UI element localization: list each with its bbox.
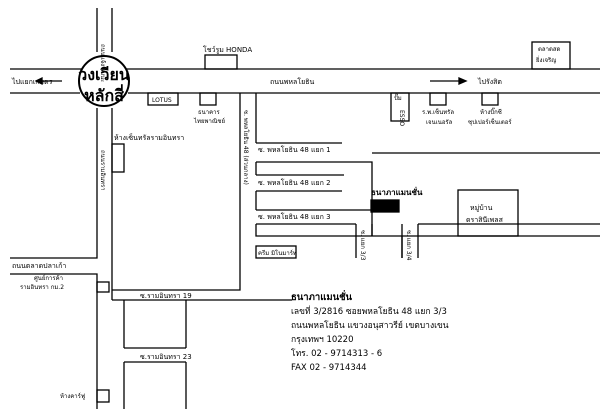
road-label-phahon: ถนนพหลโยธิน (270, 77, 314, 86)
landmark-esso: ESSO (398, 110, 405, 126)
soi48-1-road-lower (256, 161, 373, 236)
right-road-edge (401, 223, 600, 258)
road-label-ramintra: ถนนรามอินทรา (99, 150, 106, 191)
ram23-road (123, 362, 187, 409)
landmark-target: ธนาภาแมนชั่น (371, 186, 423, 197)
landmark-center-2: รามอินทรา กม.2 (20, 284, 64, 291)
landmark-bank-2: ไทยพาณิชย์ (193, 117, 225, 125)
village-building (457, 189, 519, 237)
landmark-central: ห้างเซ็นทรัลรามอินทรา (114, 133, 184, 142)
address-name: ธนาภาแมนชั่น (291, 292, 353, 303)
road-label-soi33: ซ. แยก 3/3 (359, 230, 366, 261)
ram19-bottom (124, 347, 186, 363)
ramintra-road (10, 108, 113, 409)
target-building (370, 199, 400, 213)
honda-building (204, 54, 238, 70)
landmark-cream: ครีม มิโนมาร์ท (258, 249, 297, 257)
roundabout-circle (78, 55, 130, 107)
big-building (96, 389, 110, 403)
central-building (111, 143, 125, 173)
landmark-village-2: ดราสินีเพลส (466, 216, 504, 224)
soi48-road (239, 93, 257, 258)
soi48-connector (255, 162, 600, 237)
road-label-left: ไปแยกเกษตร (11, 77, 53, 86)
landmark-bigc-1: ห้างบิ๊กซี (480, 107, 502, 116)
landmark-bigc-2: ซุปเปอร์เซ็นเตอร์ (468, 117, 512, 126)
soi33-road (355, 224, 373, 258)
chaeng-road (96, 8, 113, 52)
landmark-honda: โชว์รูม HONDA (203, 45, 252, 54)
center-building (96, 281, 110, 293)
road-label-chaeng: ถนนแจ้งวัฒนะ (99, 44, 106, 82)
road-label-soi48: ซ. พหลโยธิน 48 (ส่วนกลาง) (242, 110, 250, 185)
road-label-right: ไปรังสิต (477, 77, 502, 86)
landmark-pump: ปั๊ม (394, 93, 402, 102)
landmark-market-2: ยิ่งเจริญ (536, 56, 557, 64)
address-line-2: ถนนพหลโยธิน แขวงอนุสาวรีย์ เขตบางเขน (291, 321, 449, 331)
landmark-lotus: LOTUS (152, 97, 172, 104)
road-label-soi34: ซ. แยก 3/4 (405, 230, 412, 261)
road-label-soi48-1: ซ. พหลโยธิน 48 แยก 1 (258, 145, 331, 154)
landmark-bank-1: ธนาคาร (198, 109, 221, 116)
road-label-talad: ถนนตลาดปลาเก้า (12, 262, 66, 270)
address-tel: โทร. 02 - 9714313 - 6 (291, 349, 383, 359)
address-city: กรุงเทพฯ 10220 (291, 335, 354, 345)
address-fax: FAX 02 - 9714344 (291, 363, 367, 373)
landmark-center-1: ศูนย์การค้า (34, 274, 63, 282)
road-label-ram23: ซ.รามอินทรา 23 (140, 353, 192, 361)
roundabout-label-1: วงเวียน (78, 65, 130, 84)
lotus-building (147, 92, 179, 106)
landmark-hospital-1: ร.พ.เซ็นทรัล (422, 107, 454, 116)
market-building (531, 41, 571, 70)
ram-bottom-road (112, 258, 292, 301)
landmark-big: ห้างคาร์ฟู (60, 392, 85, 400)
road-label-ram19: ซ.รามอินทรา 19 (140, 292, 192, 300)
bigc-building (481, 92, 499, 106)
ram19-road (123, 300, 187, 348)
hospital-building (429, 92, 447, 106)
left-arrow-head (34, 76, 43, 86)
landmark-market-1: ตลาดสด (538, 46, 561, 53)
landmark-village-1: หมู่บ้าน (470, 204, 493, 212)
road-label-soi48-3: ซ. พหลโยธิน 48 แยก 3 (258, 212, 331, 221)
roundabout-label-2: หลักสี่ (84, 84, 124, 105)
cream-building (255, 245, 297, 259)
address-block: ธนาภาแมนชั่น เลขที่ 3/2816 ซอยพหลโยธิน 4… (291, 291, 511, 375)
address-line-1: เลขที่ 3/2816 ซอยพหลโยธิน 48 แยก 3/3 (291, 307, 447, 317)
right-arrow-head (458, 77, 468, 85)
esso-building (390, 92, 410, 122)
landmark-hospital-2: เจนเนอรัล (426, 119, 453, 126)
road-label-soi48-2: ซ. พหลโยธิน 48 แยก 2 (258, 178, 331, 187)
bank-building (199, 92, 217, 106)
